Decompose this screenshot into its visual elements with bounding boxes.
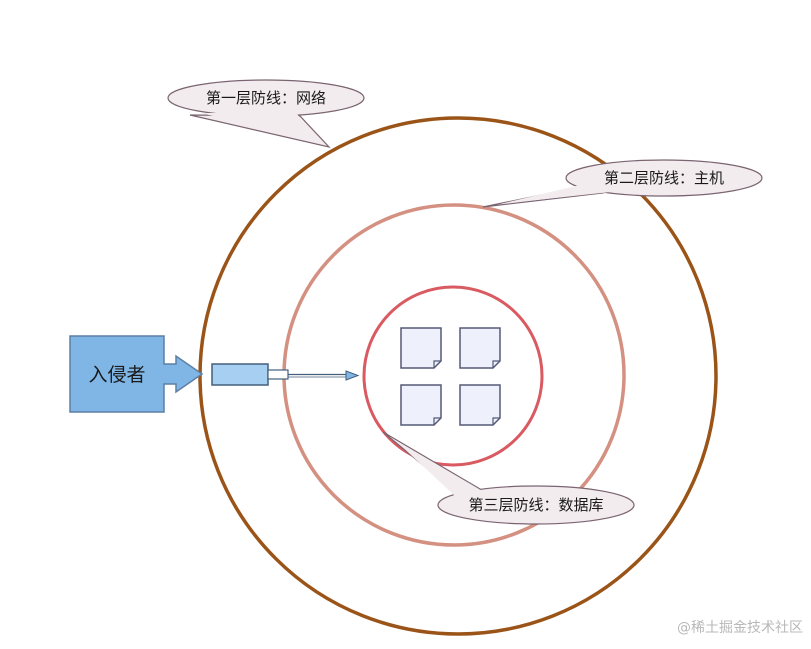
data-block-icon	[459, 327, 501, 369]
watermark-text: @稀土掘金技术社区	[677, 620, 803, 636]
data-block-icon	[400, 384, 442, 426]
intruder-node: 入侵者	[69, 335, 204, 413]
host-layer-label: 第二层防线：主机	[604, 169, 724, 187]
network-layer-callout: 第一层防线：网络	[167, 79, 365, 149]
database-defense-ring	[362, 285, 544, 467]
attack-probe-icon	[211, 363, 360, 386]
data-block-icon	[459, 384, 501, 426]
database-layer-label: 第三层防线：数据库	[468, 496, 603, 514]
database-layer-callout: 第三层防线：数据库	[382, 431, 635, 525]
host-layer-callout: 第二层防线：主机	[482, 159, 763, 208]
network-layer-label: 第一层防线：网络	[206, 89, 326, 107]
intruder-label: 入侵者	[88, 364, 145, 386]
data-block-icon	[400, 327, 442, 369]
